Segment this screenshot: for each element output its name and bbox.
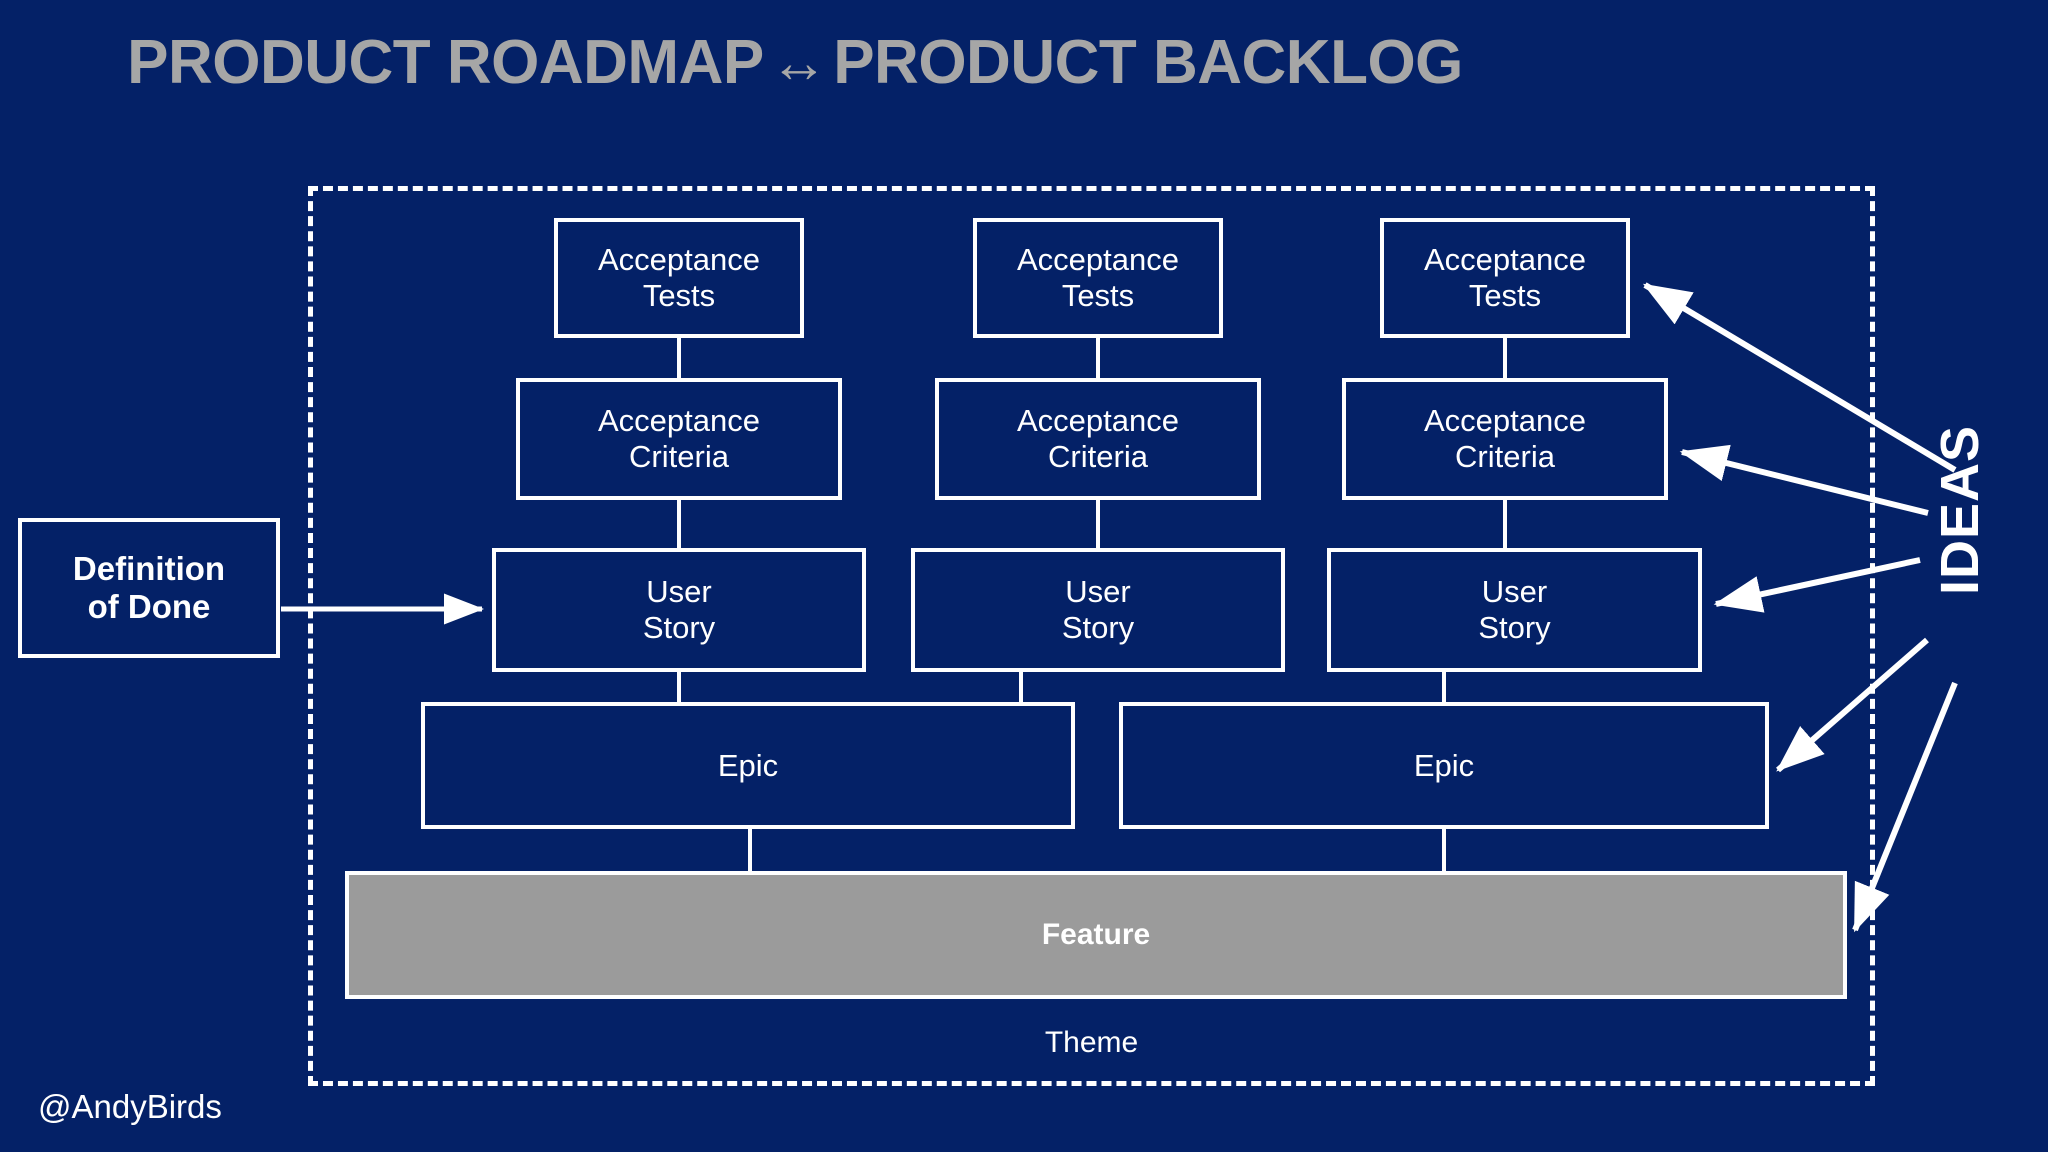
connector-ac2-to-us2 [1096, 498, 1100, 550]
acceptance-tests-box-2[interactable]: Acceptance Tests [973, 218, 1223, 338]
double-headed-arrow-icon: ↔ [769, 29, 828, 95]
connector-ac3-to-us3 [1503, 498, 1507, 550]
user-story-box-2[interactable]: User Story [911, 548, 1285, 672]
definition-of-done-line2: of Done [87, 588, 211, 625]
connector-us2-to-epic1 [1019, 670, 1023, 704]
connector-epic1-to-feature [748, 827, 752, 873]
user-story-line1: User [646, 574, 712, 610]
acceptance-tests-line2: Tests [642, 278, 716, 313]
user-story-line2: Story [642, 610, 716, 645]
acceptance-tests-box-3[interactable]: Acceptance Tests [1380, 218, 1630, 338]
user-story-box-3[interactable]: User Story [1327, 548, 1702, 672]
user-story-line2: Story [1061, 610, 1135, 645]
acceptance-criteria-line1: Acceptance [1017, 403, 1179, 439]
ideas-label: IDEAS [1925, 385, 1995, 635]
acceptance-criteria-line2: Criteria [1048, 439, 1148, 474]
user-story-line2: Story [1478, 610, 1551, 645]
epic-box-2[interactable]: Epic [1119, 702, 1769, 829]
feature-bar[interactable]: Feature [345, 871, 1847, 999]
acceptance-criteria-box-3[interactable]: Acceptance Criteria [1342, 378, 1668, 500]
acceptance-criteria-line1: Acceptance [598, 403, 760, 439]
acceptance-criteria-box-1[interactable]: Acceptance Criteria [516, 378, 842, 500]
connector-at2-to-ac2 [1096, 336, 1100, 380]
connector-at1-to-ac1 [677, 336, 681, 380]
user-story-line1: User [1065, 574, 1131, 610]
connector-epic2-to-feature [1442, 827, 1446, 873]
acceptance-tests-line1: Acceptance [1424, 242, 1586, 278]
definition-of-done-box[interactable]: Definition of Done [18, 518, 280, 658]
acceptance-criteria-line2: Criteria [629, 439, 729, 474]
acceptance-tests-line1: Acceptance [1017, 242, 1179, 278]
connector-at3-to-ac3 [1503, 336, 1507, 380]
user-story-box-1[interactable]: User Story [492, 548, 866, 672]
title-right-text: PRODUCT BACKLOG [833, 28, 1463, 97]
connector-ac1-to-us1 [677, 498, 681, 550]
page-title: PRODUCT ROADMAP↔PRODUCT BACKLOG [0, 32, 1590, 96]
acceptance-criteria-line1: Acceptance [1424, 403, 1586, 439]
ideas-label-text: IDEAS [1930, 424, 1990, 596]
theme-container [308, 186, 1875, 1086]
acceptance-criteria-box-2[interactable]: Acceptance Criteria [935, 378, 1261, 500]
title-left-text: PRODUCT ROADMAP [127, 28, 764, 97]
acceptance-criteria-line2: Criteria [1455, 439, 1555, 474]
epic-box-1[interactable]: Epic [421, 702, 1075, 829]
connector-us3-to-epic2 [1442, 670, 1446, 704]
acceptance-tests-line2: Tests [1061, 278, 1135, 313]
acceptance-tests-line2: Tests [1468, 278, 1542, 313]
definition-of-done-line1: Definition [72, 549, 226, 587]
acceptance-tests-line1: Acceptance [598, 242, 760, 278]
feature-label: Feature [1041, 917, 1151, 951]
epic-label: Epic [717, 747, 779, 783]
watermark: @AndyBirds [38, 1088, 222, 1125]
acceptance-tests-box-1[interactable]: Acceptance Tests [554, 218, 804, 338]
theme-label: Theme [1044, 1026, 1139, 1059]
user-story-line1: User [1481, 574, 1548, 610]
epic-label: Epic [1413, 747, 1475, 783]
connector-us1-to-epic1 [677, 670, 681, 704]
